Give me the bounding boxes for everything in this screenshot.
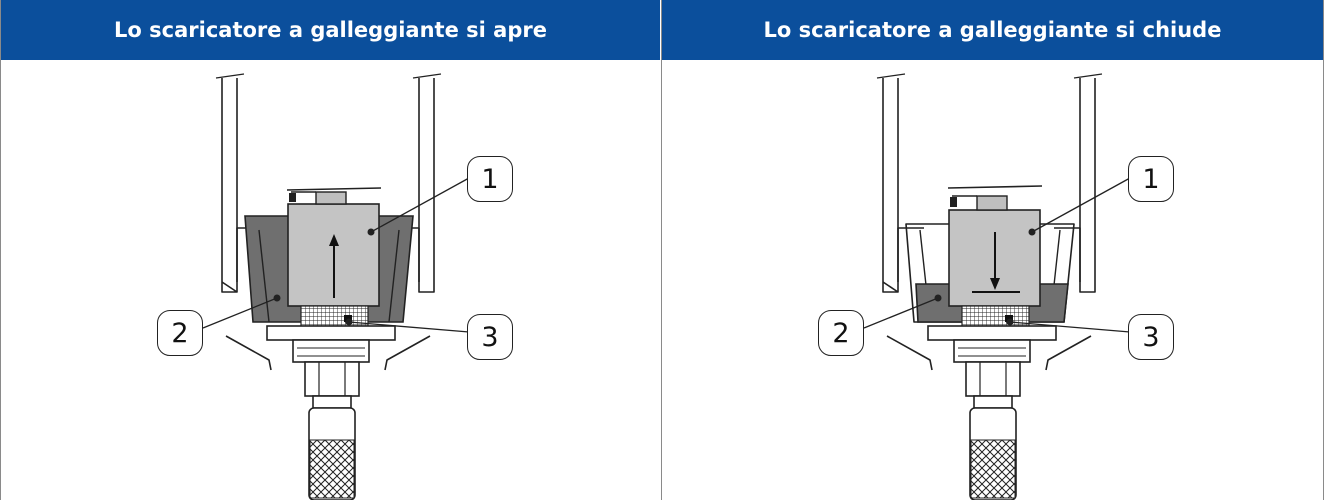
right-housing-wall bbox=[1079, 78, 1096, 282]
float-drain-closed-diagram bbox=[863, 73, 1131, 500]
left-housing-wall bbox=[882, 78, 899, 282]
callout-1: 1 bbox=[1128, 156, 1174, 202]
up-arrow-icon bbox=[329, 234, 339, 298]
callout-2: 2 bbox=[818, 310, 864, 356]
diagram-panel-opens: 1 2 3 bbox=[1, 60, 661, 500]
callout-2: 2 bbox=[157, 310, 203, 356]
callout-3: 3 bbox=[1128, 314, 1174, 360]
column-header-closes: Lo scaricatore a galleggiante si chiude bbox=[662, 0, 1323, 60]
float-drain-open-diagram bbox=[202, 73, 470, 500]
column-header-opens: Lo scaricatore a galleggiante si apre bbox=[1, 0, 661, 60]
column-opens: Lo scaricatore a galleggiante si apre bbox=[0, 0, 662, 500]
left-housing-wall bbox=[221, 78, 238, 282]
callout-1: 1 bbox=[467, 156, 513, 202]
callout-3: 3 bbox=[467, 314, 513, 360]
column-closes: Lo scaricatore a galleggiante si chiude bbox=[662, 0, 1324, 500]
right-housing-wall bbox=[418, 78, 435, 282]
down-arrow-icon bbox=[972, 232, 1020, 293]
diagram-panel-closes: 1 2 3 bbox=[662, 60, 1323, 500]
